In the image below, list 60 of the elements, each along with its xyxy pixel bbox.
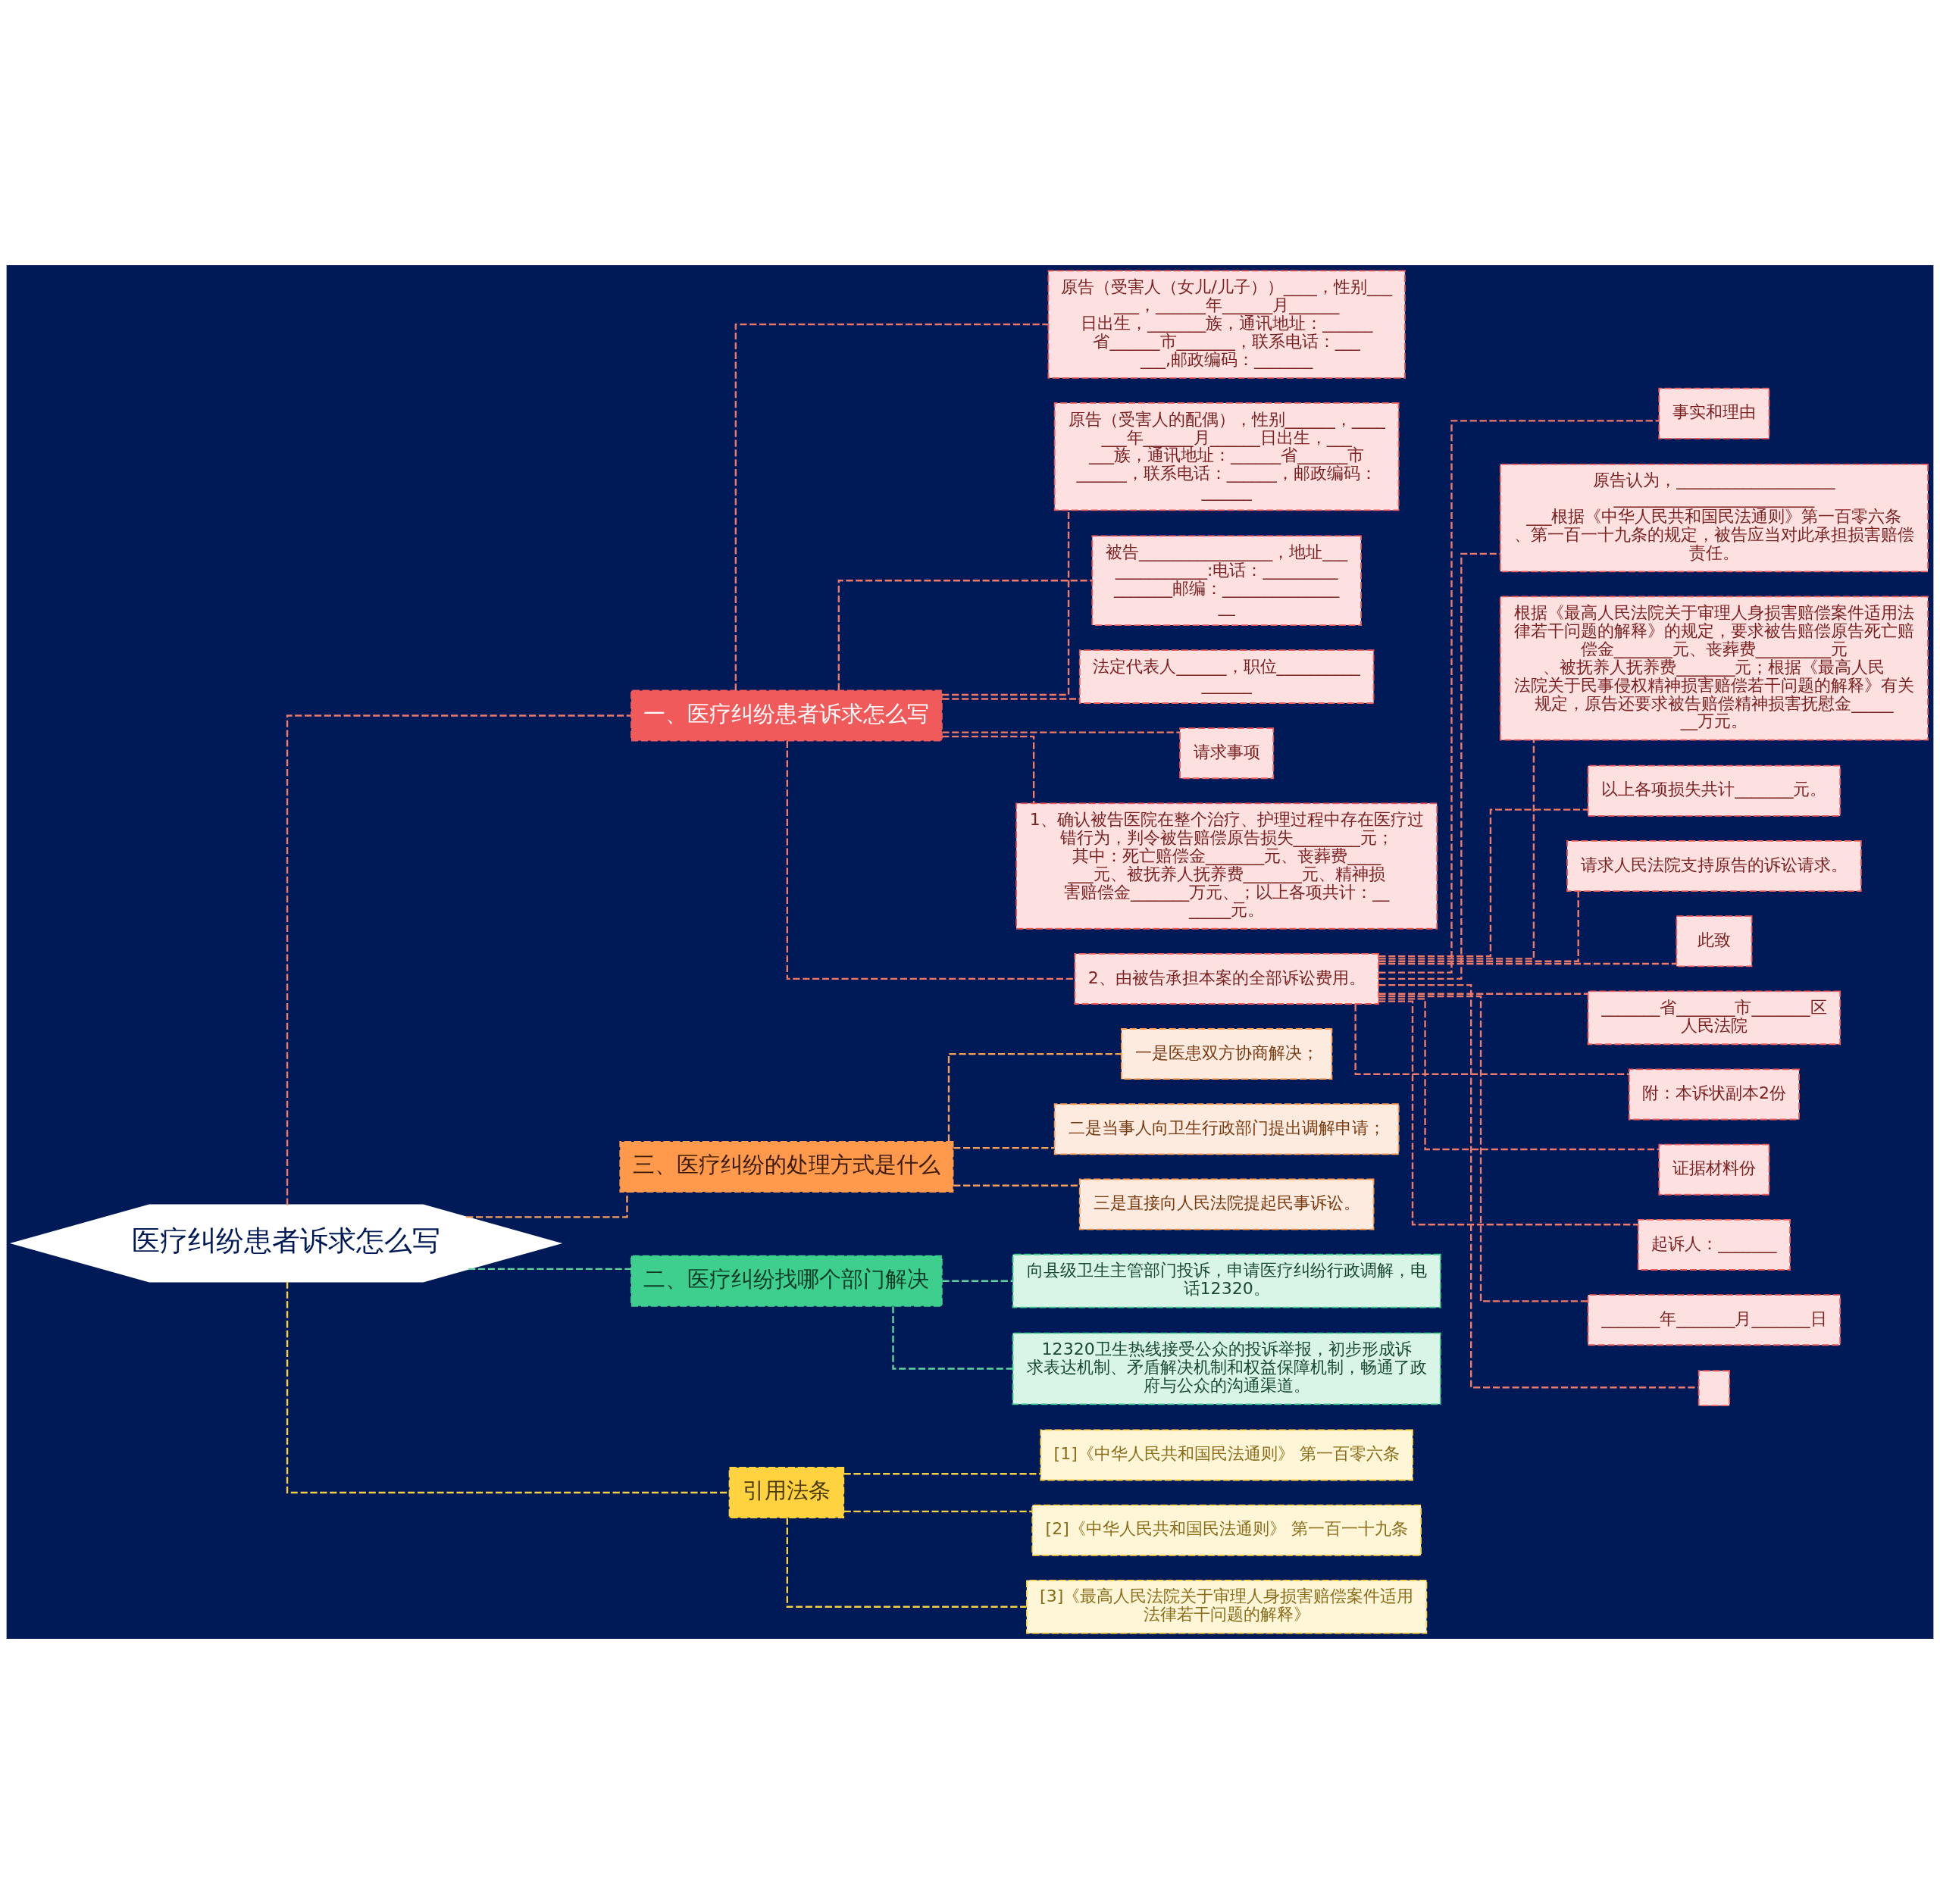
node-box: 12320卫生热线接受公众的投诉举报，初步形成诉求表达机制、矛盾解决机制和权益保障机制，畅通了政府与公众的沟通渠道。 [1012,1332,1441,1405]
connector [942,698,1080,700]
node-box: 起诉人：_______ [1637,1218,1791,1271]
node-box: [2]《中华人民共和国民法通则》 第一百一十九条 [1031,1504,1422,1556]
connector [843,1473,1040,1475]
node-box: 根据《最高人民法院关于审理人身损害赔偿案件适用法律若干问题的解释》的规定，要求被告赔偿原告死亡赔偿金_______元、丧葬费_________元、被抚养人抚养费_______元；根据《最高人民法院关于民事侵权精神损害赔偿若干问题的解释》有关规定，原告还要求被告赔偿精神损害抚慰金_______万元。 [1499,596,1929,741]
node-box: 引用法条 [728,1467,845,1519]
node-box: 三、医疗纠纷的处理方式是什么 [619,1141,954,1193]
connector [1378,891,1579,962]
connector [786,740,1075,980]
node-box: 以上各项损失共计_______元。 [1587,764,1841,817]
connector [468,1268,631,1271]
connector [1378,993,1588,995]
node-box: 2、由被告承担本案的全部诉讼费用。 [1074,952,1379,1005]
connector [1378,962,1677,965]
node-box: 一是医患双方协商解决； [1121,1028,1333,1080]
connector [892,1306,1013,1370]
node-box: [1]《中华人民共和国民法通则》 第一百零六条 [1040,1429,1413,1481]
node-box: [3]《最高人民法院关于审理人身损害赔偿案件适用法律若干问题的解释》 [1026,1579,1428,1634]
connector [1378,420,1660,974]
connector [1378,739,1535,960]
node-box: 三是直接向人民法院提起民事诉讼。 [1078,1178,1375,1230]
connector [843,1510,1032,1513]
connector [953,1184,1080,1186]
node-box: 请求人民法院支持原告的诉讼请求。 [1566,840,1862,892]
connector [942,1280,1013,1282]
connector [942,731,1180,733]
node-box: 1、确认被告医院在整个治疗、护理过程中存在医疗过错行为，判令被告赔偿原告损失________元；其中：死亡赔偿金_______元、丧葬费_______元、被抚养人抚养费_______元、精神损害赔偿金_______万元、；以上各项共计：_______元。 [1015,802,1438,930]
connector [1378,998,1660,1151]
connector [1354,1004,1629,1075]
node-box: 事实和理由 [1658,387,1770,439]
connector [1378,995,1588,1302]
node-box: 原告（受害人的配偶），性别______，_______年______月______日出生，______族，通讯地址：______省______市______，联系电话：______，邮政编码：______ [1053,402,1400,511]
node-box: 此致 [1676,915,1753,968]
node-box: 附：本诉状副本2份 [1628,1068,1800,1121]
node-box [1698,1370,1731,1407]
connector [786,1518,1027,1608]
node-box: 一、医疗纠纷患者诉求怎么写 [630,689,943,742]
connector [1378,1000,1638,1226]
connector [286,714,631,1205]
connector [837,580,1093,690]
node-box: 原告认为，______________________________________________根据《中华人民共和国民法通则》第一百零六条、第一百一十九条的规定，被告应当对此承担损害赔偿责任。 [1499,463,1929,573]
node-box: 被告________________，地址______________:电话：________________邮编：________________ [1091,535,1362,626]
connector [734,323,1048,691]
node-box: 二是当事人向卫生行政部门提出调解申请； [1053,1103,1400,1155]
node-box: 法定代表人______，职位________________ [1078,649,1375,704]
connector [1378,552,1500,980]
connector [947,1052,1122,1142]
node-box: 二、医疗纠纷找哪个部门解决 [630,1255,943,1307]
node-box: 原告（受害人（女儿/儿子））____，性别______，______年______月______日出生，_______族，通讯地址：______省______市_______，联系电话：______,邮政编码：_______ [1047,270,1406,379]
node-box: _______省_______市_______区人民法院 [1587,990,1841,1046]
connector [942,735,1035,804]
node-box: 证据材料份 [1658,1143,1770,1196]
connector [942,511,1070,696]
connector [953,1146,1055,1149]
node-box: 请求事项 [1179,727,1275,780]
node-box: 向县级卫生主管部门投诉，申请医疗纠纷行政调解，电话12320。 [1012,1253,1441,1308]
node-box: _______年_______月_______日 [1587,1294,1841,1346]
connector [1378,983,1699,1389]
connector [1378,808,1588,958]
